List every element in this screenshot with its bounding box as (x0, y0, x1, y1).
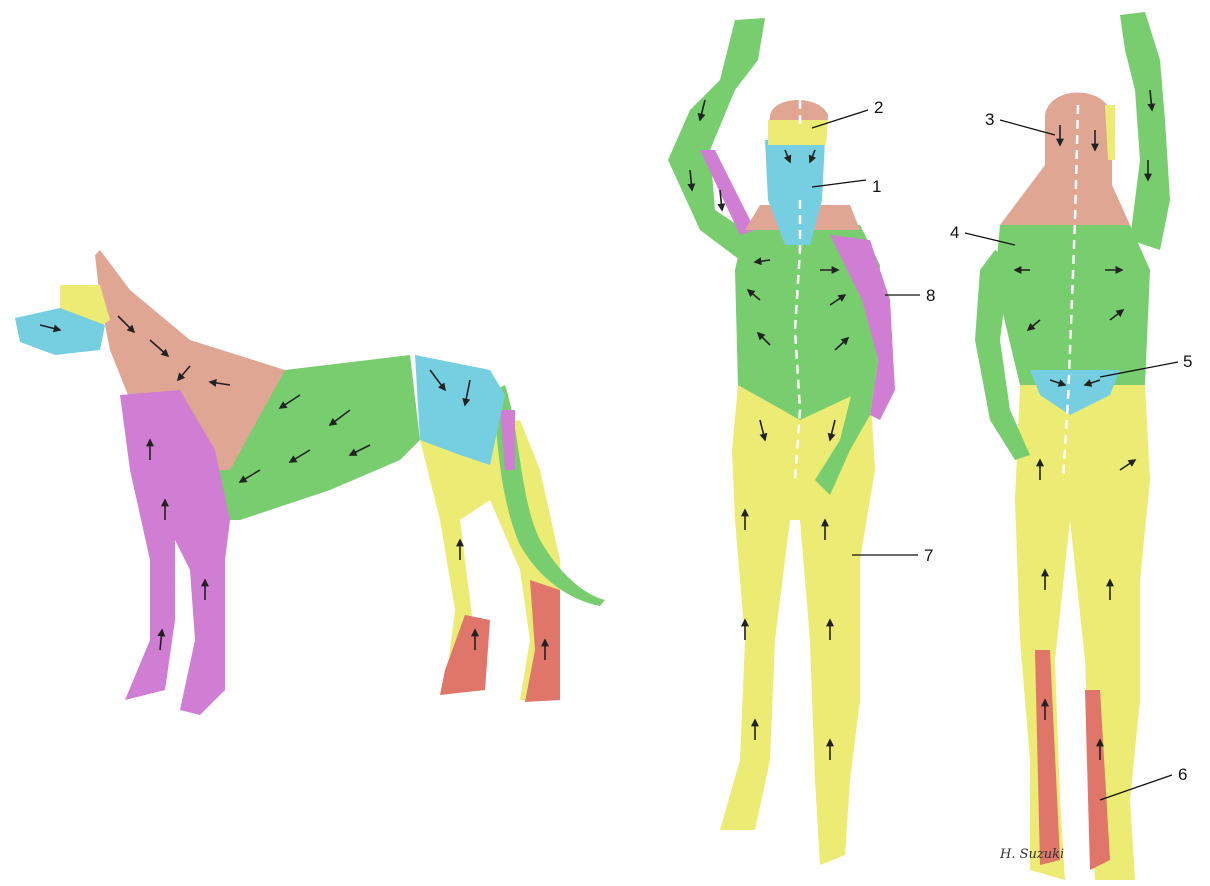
front-scalp-yellow (768, 120, 828, 145)
callout-8-label: 8 (926, 286, 935, 305)
callout-7: 7 (852, 546, 933, 565)
callout-6-label: 6 (1178, 765, 1187, 784)
callout-3-label: 3 (985, 110, 994, 129)
callout-5-label: 5 (1183, 352, 1192, 371)
back-legs-yellow (1015, 385, 1150, 880)
callout-8: 8 (885, 286, 935, 305)
callout-7-label: 7 (924, 546, 933, 565)
callout-3: 3 (985, 110, 1055, 135)
artist-signature: H. Suzuki (999, 847, 1064, 862)
dog-hind-foot-red (440, 615, 490, 695)
callout-4-label: 4 (950, 223, 959, 242)
callout-2-label: 2 (874, 98, 883, 117)
back-raised-arm-green (1120, 12, 1170, 250)
callout-1-label: 1 (872, 177, 881, 196)
human-front-figure (668, 18, 895, 865)
human-back-figure (975, 12, 1170, 880)
dog-figure (15, 250, 605, 715)
